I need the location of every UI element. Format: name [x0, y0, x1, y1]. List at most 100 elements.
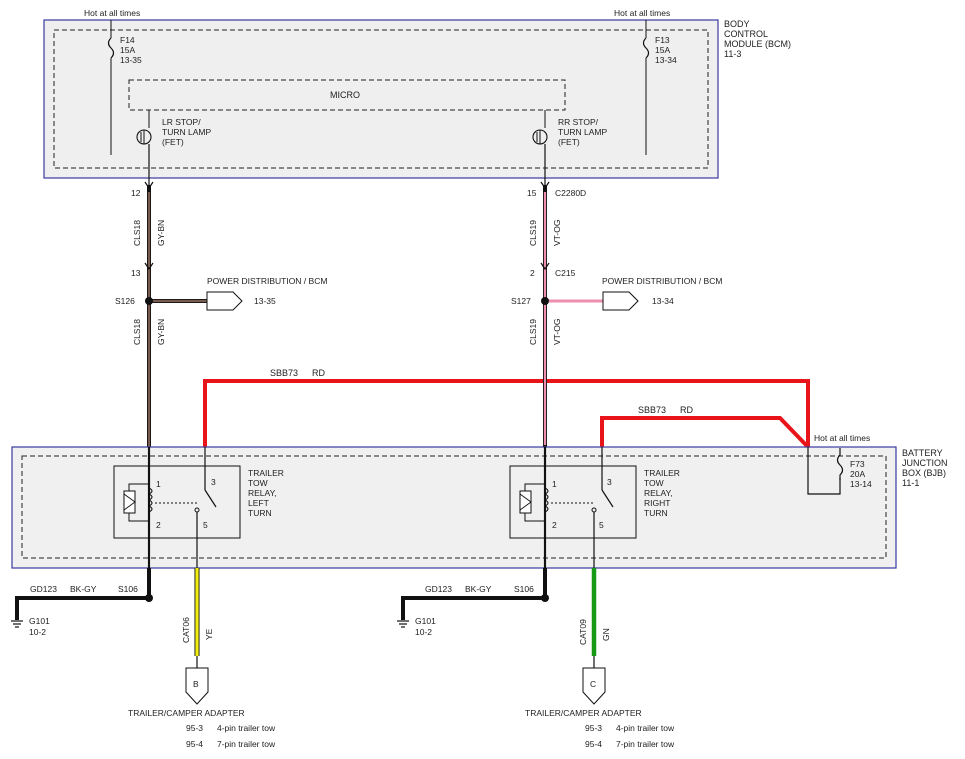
- relay-left-turn: 1 2 3 5 TRAILER TOW RELAY, LEFT TURN: [113, 465, 284, 539]
- bcm-label-line: BODY: [724, 19, 750, 29]
- relay-pin: 3: [607, 477, 612, 487]
- right-ground-and-output: S106 GD123 BK-GY G101 10-2 CAT09 GN C TR…: [397, 538, 675, 749]
- relay-pin: 2: [552, 520, 557, 530]
- wire-circuit: GD123: [425, 584, 452, 594]
- wire-circuit: CLS19: [528, 319, 538, 345]
- fuse-name: F73: [850, 459, 865, 469]
- wire-color: VT-OG: [552, 220, 562, 246]
- fuse-f13: Hot at all times F13 15A 13-34: [614, 8, 677, 155]
- adapter-ref: 95-3: [585, 723, 602, 733]
- adapter-title: TRAILER/CAMPER ADAPTER: [525, 708, 642, 718]
- pin-number: 12: [131, 188, 141, 198]
- wire-color: GY-BN: [156, 220, 166, 246]
- splice-dot: [541, 297, 549, 305]
- relay-label: TURN: [644, 508, 668, 518]
- adapter-ref: 95-3: [186, 723, 203, 733]
- relay-label: TURN: [248, 508, 272, 518]
- relay-label: RELAY,: [644, 488, 673, 498]
- connector-pin-icon: [582, 667, 606, 705]
- ground-icon: [11, 620, 23, 628]
- connector-arrow-icon: [144, 181, 154, 190]
- relay-label: RELAY,: [248, 488, 277, 498]
- hot-at-all-times-label: Hot at all times: [614, 8, 670, 18]
- ground-wire: [401, 596, 545, 620]
- wire-color: RD: [312, 368, 325, 378]
- relay-switch-icon: [204, 489, 217, 508]
- relay-pin: 1: [552, 479, 557, 489]
- power-dist-label: POWER DISTRIBUTION / BCM: [207, 276, 327, 286]
- relay-pin: 1: [156, 479, 161, 489]
- left-ground-and-output: S106 GD123 BK-GY G101 10-2 CAT06 YE B TR…: [11, 538, 276, 749]
- relay-pin: 3: [211, 477, 216, 487]
- hot-at-all-times-label: Hot at all times: [84, 8, 140, 18]
- fuse-icon: [107, 37, 115, 59]
- wire-color: VT-OG: [552, 319, 562, 345]
- bcm-outer-box: [43, 19, 719, 179]
- wire-circuit: CAT06: [181, 617, 191, 643]
- fuse-ref: 13-35: [120, 55, 142, 65]
- fuse-icon: [642, 37, 650, 59]
- ground-icon: [397, 620, 409, 628]
- power-dist-ref: 13-34: [652, 296, 674, 306]
- adapter-title: TRAILER/CAMPER ADAPTER: [128, 708, 245, 718]
- bjb-outer-box: [11, 446, 897, 569]
- micro-label: MICRO: [330, 90, 360, 100]
- bcm-module: MICRO: [43, 19, 719, 179]
- connector-arrow-icon: [540, 181, 550, 190]
- fuse-icon: [836, 448, 844, 480]
- wire-circuit: CLS18: [132, 220, 142, 246]
- bcm-label: BODY CONTROL MODULE (BCM) 11-3: [724, 19, 791, 59]
- connector-pin-icon: [185, 667, 209, 705]
- connector-pin: C: [590, 679, 596, 689]
- pin-number: 2: [530, 268, 535, 278]
- bjb-module: [11, 446, 897, 569]
- bcm-label-line: MODULE (BCM): [724, 39, 791, 49]
- bjb-label-line: BOX (BJB): [902, 468, 946, 478]
- relay-label: LEFT: [248, 498, 269, 508]
- pin-number: 13: [131, 268, 141, 278]
- power-dist-label: POWER DISTRIBUTION / BCM: [602, 276, 722, 286]
- splice-label: S106: [118, 584, 138, 594]
- relay-box: [113, 465, 241, 539]
- fuse-f73: Hot at all times F73 20A 13-14: [807, 433, 872, 495]
- fet-label: RR STOP/: [558, 117, 599, 127]
- connector-id: C2280D: [555, 188, 586, 198]
- wire-label: SBB73: [270, 368, 298, 378]
- adapter-desc: 7-pin trailer tow: [616, 739, 675, 749]
- pin-number: 15: [527, 188, 537, 198]
- bjb-label-line: BATTERY: [902, 448, 943, 458]
- relay-label: TOW: [248, 478, 268, 488]
- relay-coil-icon: [519, 490, 532, 514]
- fet-label: (FET): [162, 137, 184, 147]
- relay-pin: 2: [156, 520, 161, 530]
- fet-label: TURN LAMP: [558, 127, 607, 137]
- bjb-inner-box: [21, 455, 887, 559]
- relay-winding-icon: [147, 487, 153, 513]
- wire-color: RD: [680, 405, 693, 415]
- fet-lr-stop-turn: LR STOP/ TURN LAMP (FET): [136, 110, 211, 185]
- power-distribution-arrow-icon: [602, 291, 639, 311]
- connector-arrow-icon: [144, 262, 154, 271]
- bcm-label-line: CONTROL: [724, 29, 768, 39]
- adapter-ref: 95-4: [585, 739, 602, 749]
- wire-color: GY-BN: [156, 319, 166, 345]
- adapter-ref: 95-4: [186, 739, 203, 749]
- wire-color: GN: [601, 628, 611, 641]
- adapter-desc: 4-pin trailer tow: [616, 723, 675, 733]
- wire-circuit: GD123: [30, 584, 57, 594]
- fuse-ref: 13-34: [655, 55, 677, 65]
- relay-label: TRAILER: [644, 468, 680, 478]
- ground-ref: 10-2: [29, 627, 46, 637]
- fuse-ref: 13-14: [850, 479, 872, 489]
- fet-label: TURN LAMP: [162, 127, 211, 137]
- fuse-rating: 15A: [120, 45, 135, 55]
- relay-right-turn: 1 2 3 5 TRAILER TOW RELAY, RIGHT TURN: [509, 465, 680, 539]
- bjb-label-line: 11-1: [902, 478, 919, 488]
- adapter-desc: 4-pin trailer tow: [217, 723, 276, 733]
- ground-name: G101: [415, 616, 436, 626]
- fuse-rating: 15A: [655, 45, 670, 55]
- ground-ref: 10-2: [415, 627, 432, 637]
- sbb73-upper-wire: [203, 379, 810, 447]
- wire-circuit: CLS18: [132, 319, 142, 345]
